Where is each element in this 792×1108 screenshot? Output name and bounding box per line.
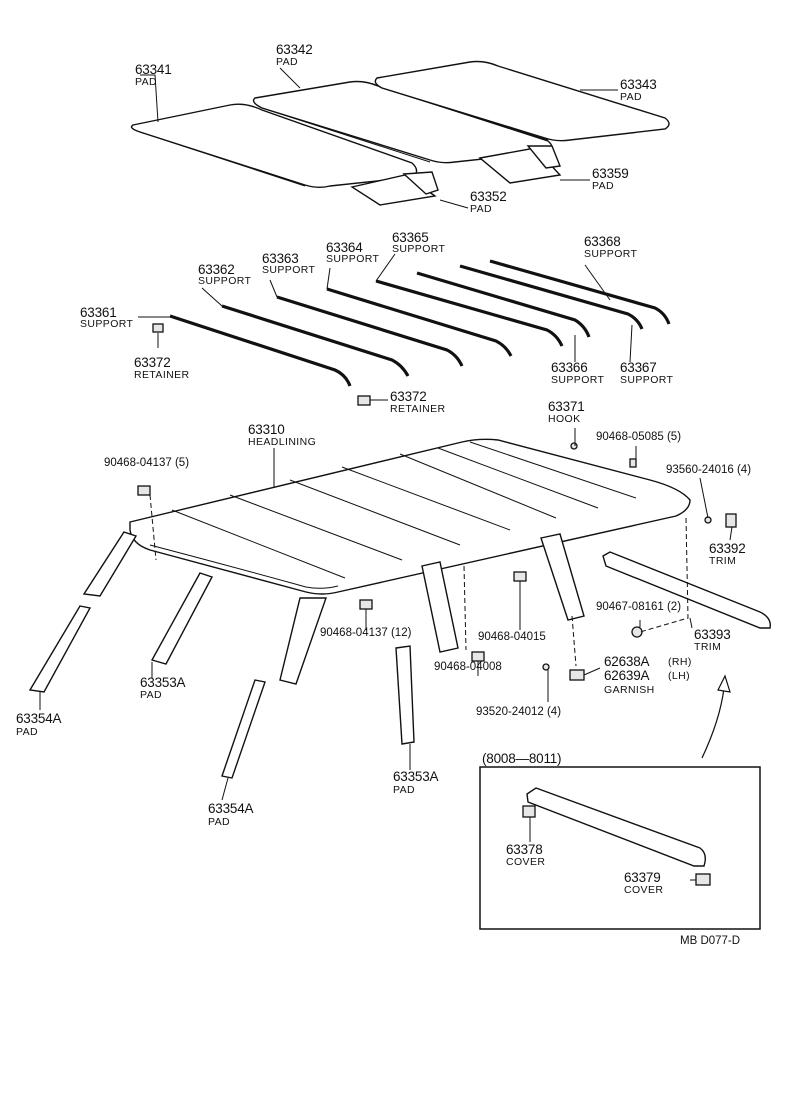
label-63392: 63392	[709, 541, 746, 556]
label-63359: 63359	[592, 166, 629, 181]
label-90468-04008: 90468-04008	[434, 661, 502, 673]
label-63371-desc: HOOK	[548, 413, 581, 425]
label-63341-desc: PAD	[135, 76, 158, 88]
leader-lines	[39, 67, 733, 801]
label-63354A-right: 63354A	[208, 801, 254, 816]
side-pads	[28, 531, 585, 779]
label-63379: 63379	[624, 870, 661, 885]
label-garnish: GARNISH	[604, 684, 655, 696]
label-63372-right: 63372	[390, 389, 427, 404]
label-63353A-right-desc: PAD	[393, 784, 416, 796]
label-63372-left: 63372	[134, 355, 171, 370]
label-93520-24012: 93520-24012 (4)	[476, 706, 562, 718]
label-63310-desc: HEADLINING	[248, 436, 317, 448]
label-63354A-right-desc: PAD	[208, 816, 231, 828]
label-90467-08161: 90467-08161 (2)	[596, 601, 682, 613]
dashed-guides	[149, 494, 689, 667]
pad-63352-shape	[350, 171, 439, 206]
label-63362-desc: SUPPORT	[198, 275, 252, 287]
label-63364: 63364	[326, 240, 363, 255]
label-63372-right-desc: RETAINER	[390, 403, 446, 415]
label-63362: 63362	[198, 262, 235, 277]
label-63367-desc: SUPPORT	[620, 374, 674, 386]
diagram-code: MB D077-D	[680, 935, 741, 947]
headlining-63310-shape	[129, 438, 691, 595]
label-63359-desc: PAD	[592, 180, 615, 192]
label-63354A-left: 63354A	[16, 711, 62, 726]
pad-63359-shape	[478, 145, 562, 184]
label-63354A-left-desc: PAD	[16, 726, 39, 738]
roof-supports	[169, 259, 671, 387]
label-63366-desc: SUPPORT	[551, 374, 605, 386]
label-63343: 63343	[620, 77, 657, 92]
label-63367: 63367	[620, 360, 657, 375]
label-63352: 63352	[470, 189, 507, 204]
inset-box	[479, 766, 761, 930]
label-93560-24016: 93560-24016 (4)	[666, 464, 752, 476]
label-62638A-note: (RH)	[668, 656, 692, 668]
label-63378-desc: COVER	[506, 856, 546, 868]
label-62639A: 62639A	[604, 668, 650, 683]
label-62639A-note: (LH)	[668, 670, 691, 682]
label-63353A-right: 63353A	[393, 769, 439, 784]
label-63342-desc: PAD	[276, 56, 299, 68]
label-63368-desc: SUPPORT	[584, 248, 638, 260]
label-90468-04015: 90468-04015	[478, 631, 546, 643]
label-63343-desc: PAD	[620, 91, 643, 103]
label-63392-desc: TRIM	[709, 555, 737, 567]
label-63368: 63368	[584, 234, 621, 249]
label-63353A-left-desc: PAD	[140, 689, 163, 701]
label-63361-desc: SUPPORT	[80, 318, 134, 330]
label-63371: 63371	[548, 399, 585, 414]
label-63378: 63378	[506, 842, 543, 857]
label-63361: 63361	[80, 305, 117, 320]
label-63363: 63363	[262, 251, 299, 266]
label-63372-left-desc: RETAINER	[134, 369, 190, 381]
label-63342: 63342	[276, 42, 313, 57]
label-90468-04137-top: 90468-04137 (5)	[104, 457, 190, 469]
trim-63393-shape	[602, 551, 771, 629]
label-62638A: 62638A	[604, 654, 650, 669]
label-63365-desc: SUPPORT	[392, 243, 446, 255]
label-63365: 63365	[392, 230, 429, 245]
label-63341: 63341	[135, 62, 172, 77]
label-63363-desc: SUPPORT	[262, 264, 316, 276]
label-63310: 63310	[248, 422, 285, 437]
label-63352-desc: PAD	[470, 203, 493, 215]
pad-63343-shape	[374, 60, 670, 142]
pointer-arrow	[701, 674, 731, 759]
label-63393-desc: TRIM	[694, 641, 722, 653]
label-63379-desc: COVER	[624, 884, 664, 896]
retainer-clips	[152, 323, 371, 406]
inset-title: (8008—8011)	[482, 751, 562, 766]
label-63366: 63366	[551, 360, 588, 375]
label-63364-desc: SUPPORT	[326, 253, 380, 265]
label-90468-05085: 90468-05085 (5)	[596, 431, 682, 443]
label-63353A-left: 63353A	[140, 675, 186, 690]
label-63393: 63393	[694, 627, 731, 642]
label-90468-04137-bottom: 90468-04137 (12)	[320, 627, 412, 639]
